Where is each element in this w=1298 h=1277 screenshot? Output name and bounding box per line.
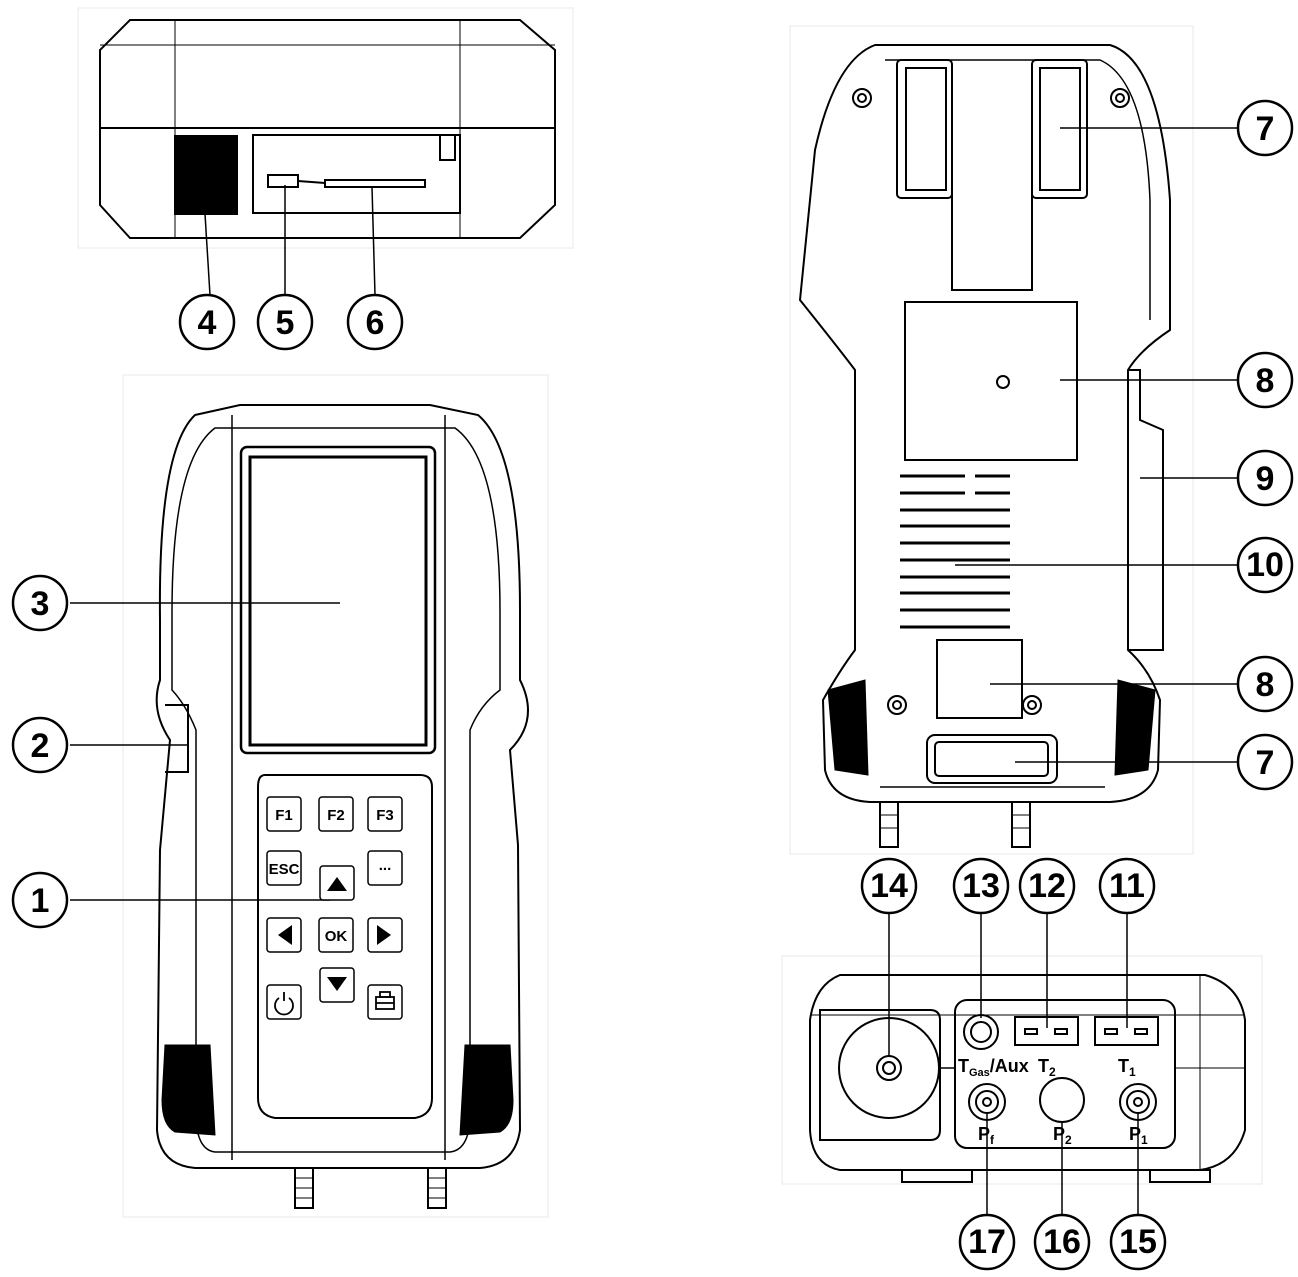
t-gas-aux-socket	[963, 1014, 999, 1050]
f2-key[interactable]	[318, 796, 354, 832]
callout-10: 10	[1246, 546, 1284, 584]
callout-9: 9	[1256, 460, 1275, 498]
f3-key[interactable]	[367, 796, 403, 832]
card-slot	[324, 179, 426, 188]
print-key[interactable]	[367, 984, 403, 1020]
front-view	[70, 374, 549, 1218]
charger-socket	[174, 135, 238, 215]
callout-16: 16	[1043, 1223, 1081, 1261]
bottom-view	[781, 908, 1263, 1215]
callout-15: 15	[1119, 1223, 1157, 1261]
f3-label: F3	[376, 807, 394, 824]
callout-7-top: 7	[1256, 110, 1275, 148]
callout-2: 2	[31, 727, 50, 765]
more-label: ...	[379, 857, 392, 874]
ok-key[interactable]	[318, 917, 354, 953]
ok-label: OK	[325, 928, 348, 945]
callout-4: 4	[198, 304, 217, 342]
p1-label: P1	[1129, 1124, 1148, 1147]
f1-key[interactable]	[266, 796, 302, 832]
callout-11: 11	[1109, 867, 1145, 905]
pf-label: Pf	[978, 1124, 995, 1147]
arrow-down-icon	[327, 977, 347, 991]
t-gas-aux-label: TGas/Aux	[958, 1056, 1029, 1079]
callout-17: 17	[968, 1223, 1006, 1261]
callout-13: 13	[962, 867, 1000, 905]
callout-6: 6	[366, 304, 385, 342]
callout-8-top: 8	[1256, 362, 1275, 400]
f2-label: F2	[327, 807, 345, 824]
p2-socket	[1039, 1077, 1085, 1123]
top-view	[77, 7, 574, 296]
arrow-left-icon	[278, 925, 292, 945]
callout-14: 14	[870, 867, 908, 905]
more-key[interactable]	[367, 850, 403, 886]
clip-slot-right	[1031, 59, 1088, 199]
callout-12: 12	[1028, 867, 1066, 905]
power-icon	[274, 997, 294, 1016]
printer-icon	[375, 991, 395, 1010]
f1-label: F1	[275, 807, 293, 824]
callout-3: 3	[31, 585, 50, 623]
callout-7-bottom: 7	[1256, 744, 1275, 782]
gas-inlet-port	[876, 1055, 902, 1081]
usb-port	[267, 174, 299, 188]
label-plate	[904, 301, 1078, 461]
clip-slot-left	[896, 59, 953, 199]
battery-compartment	[936, 639, 1023, 719]
arrow-up-icon	[327, 877, 347, 891]
p2-label: P2	[1053, 1124, 1072, 1147]
t2-label: T2	[1038, 1056, 1056, 1079]
display-screen	[239, 445, 437, 755]
callout-1: 1	[31, 882, 50, 920]
keypad-panel	[257, 774, 433, 1119]
esc-key[interactable]	[266, 850, 302, 886]
arrow-right-icon	[377, 925, 391, 945]
t1-label: T1	[1118, 1056, 1136, 1079]
back-view	[789, 25, 1238, 855]
esc-label: ESC	[269, 861, 300, 878]
callout-8-bottom: 8	[1256, 666, 1275, 704]
callout-5: 5	[276, 304, 295, 342]
